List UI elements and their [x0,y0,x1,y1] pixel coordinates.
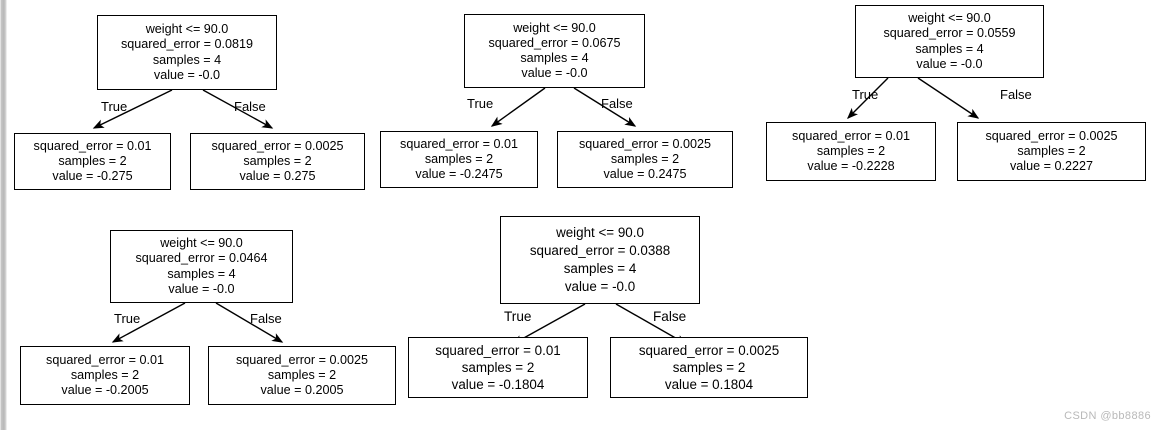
tree-2-true-edge [490,87,546,127]
node-line-squared-error: squared_error = 0.0025 [985,128,1118,143]
node-line-samples: samples = 2 [1017,143,1086,158]
node-line-value: value = -0.0 [564,279,636,294]
tree-2-true-label: True [467,96,494,111]
tree-5-true-label: True [504,309,532,324]
tree-3-left-leaf-node[interactable]: squared_error = 0.01 samples = 2 value =… [766,122,936,181]
node-line-squared-error: squared_error = 0.01 [46,352,164,367]
tree-5-root-node[interactable]: weight <= 90.0 squared_error = 0.0388 sa… [500,216,700,304]
node-line-samples: samples = 2 [672,360,746,375]
decision-tree-2: weight <= 90.0 squared_error = 0.0675 sa… [375,0,760,200]
tree-4-root-node[interactable]: weight <= 90.0 squared_error = 0.0464 sa… [110,230,293,303]
tree-2-false-label: False [601,96,633,111]
tree-1-false-label: False [234,99,266,114]
tree-1-root-node[interactable]: weight <= 90.0 squared_error = 0.0819 sa… [97,15,277,90]
node-line-value: value = 0.2005 [260,383,344,398]
node-line-value: value = -0.1804 [451,377,545,392]
tree-4-right-leaf-node[interactable]: squared_error = 0.0025 samples = 2 value… [208,346,396,405]
tree-1-left-leaf-node[interactable]: squared_error = 0.01 samples = 2 value =… [14,133,171,190]
tree-5-right-leaf-node[interactable]: squared_error = 0.0025 samples = 2 value… [610,337,808,398]
node-line-value: value = -0.2228 [807,159,895,174]
node-line-samples: samples = 4 [563,261,637,276]
node-line-value: value = -0.275 [52,169,133,184]
tree-3-false-label: False [1000,87,1032,102]
csdn-watermark: CSDN @bb8886 [1064,410,1151,422]
node-line-value: value = -0.0 [521,66,588,81]
node-line-condition: weight <= 90.0 [513,20,596,35]
tree-3-right-leaf-node[interactable]: squared_error = 0.0025 samples = 2 value… [957,122,1146,181]
tree-4-true-label: True [114,311,141,326]
node-line-value: value = 0.275 [239,169,316,184]
tree-4-false-label: False [250,311,282,326]
tree-1-right-leaf-node[interactable]: squared_error = 0.0025 samples = 2 value… [190,133,365,190]
tree-2-right-leaf-node[interactable]: squared_error = 0.0025 samples = 2 value… [557,131,733,188]
node-line-condition: weight <= 90.0 [908,11,991,26]
node-line-samples: samples = 4 [915,41,984,56]
node-line-value: value = -0.2005 [61,383,149,398]
node-line-samples: samples = 4 [520,51,589,65]
tree-5-false-label: False [653,309,687,324]
tree-4-left-leaf-node[interactable]: squared_error = 0.01 samples = 2 value =… [20,346,190,405]
decision-tree-3: weight <= 90.0 squared_error = 0.0559 sa… [760,0,1165,200]
node-line-samples: samples = 2 [610,151,680,166]
tree-2-left-leaf-node[interactable]: squared_error = 0.01 samples = 2 value =… [380,131,538,188]
node-line-samples: samples = 2 [461,360,535,375]
node-line-squared-error: squared_error = 0.0675 [488,35,621,50]
node-line-samples: samples = 4 [167,266,236,281]
tree-2-root-node[interactable]: weight <= 90.0 squared_error = 0.0675 sa… [464,14,645,88]
node-line-condition: weight <= 90.0 [556,225,644,240]
node-line-squared-error: squared_error = 0.0025 [579,136,711,151]
node-line-value: value = 0.2475 [603,167,687,182]
node-line-samples: samples = 2 [424,151,494,166]
node-line-squared-error: squared_error = 0.01 [33,138,152,153]
node-line-condition: weight <= 90.0 [160,236,243,251]
node-line-squared-error: squared_error = 0.01 [400,136,518,151]
node-line-samples: samples = 2 [267,367,337,382]
node-line-value: value = -0.0 [168,281,235,296]
node-line-squared-error: squared_error = 0.0388 [529,243,671,258]
node-line-value: value = -0.0 [916,56,983,71]
tree-3-root-node[interactable]: weight <= 90.0 squared_error = 0.0559 sa… [855,5,1044,78]
node-line-condition: weight <= 90.0 [145,22,229,37]
decision-tree-1: weight <= 90.0 squared_error = 0.0819 sa… [0,0,380,200]
node-line-value: value = -0.2475 [415,167,503,182]
tree-5-left-leaf-node[interactable]: squared_error = 0.01 samples = 2 value =… [408,337,588,398]
node-line-samples: samples = 4 [152,52,222,67]
node-line-squared-error: squared_error = 0.0559 [883,26,1016,41]
node-line-value: value = -0.0 [153,67,221,82]
node-line-samples: samples = 2 [816,143,886,158]
node-line-samples: samples = 2 [243,153,312,168]
node-line-squared-error: squared_error = 0.01 [792,128,910,143]
node-line-squared-error: squared_error = 0.0025 [236,352,368,367]
decision-tree-5: weight <= 90.0 squared_error = 0.0388 sa… [400,210,820,430]
node-line-squared-error: squared_error = 0.01 [435,343,561,358]
node-line-samples: samples = 2 [58,153,127,168]
node-line-value: value = 0.1804 [664,377,754,392]
tree-1-true-label: True [101,99,128,114]
node-line-squared-error: squared_error = 0.0025 [211,138,344,153]
node-line-squared-error: squared_error = 0.0464 [135,251,268,266]
tree-3-true-label: True [852,87,879,102]
node-line-samples: samples = 2 [70,367,140,382]
left-scroll-gutter [0,0,7,430]
node-line-squared-error: squared_error = 0.0819 [121,37,253,52]
node-line-squared-error: squared_error = 0.0025 [638,343,780,358]
decision-tree-4: weight <= 90.0 squared_error = 0.0464 sa… [0,215,400,430]
node-line-value: value = 0.2227 [1010,159,1093,174]
tree-3-false-edge [917,77,980,119]
